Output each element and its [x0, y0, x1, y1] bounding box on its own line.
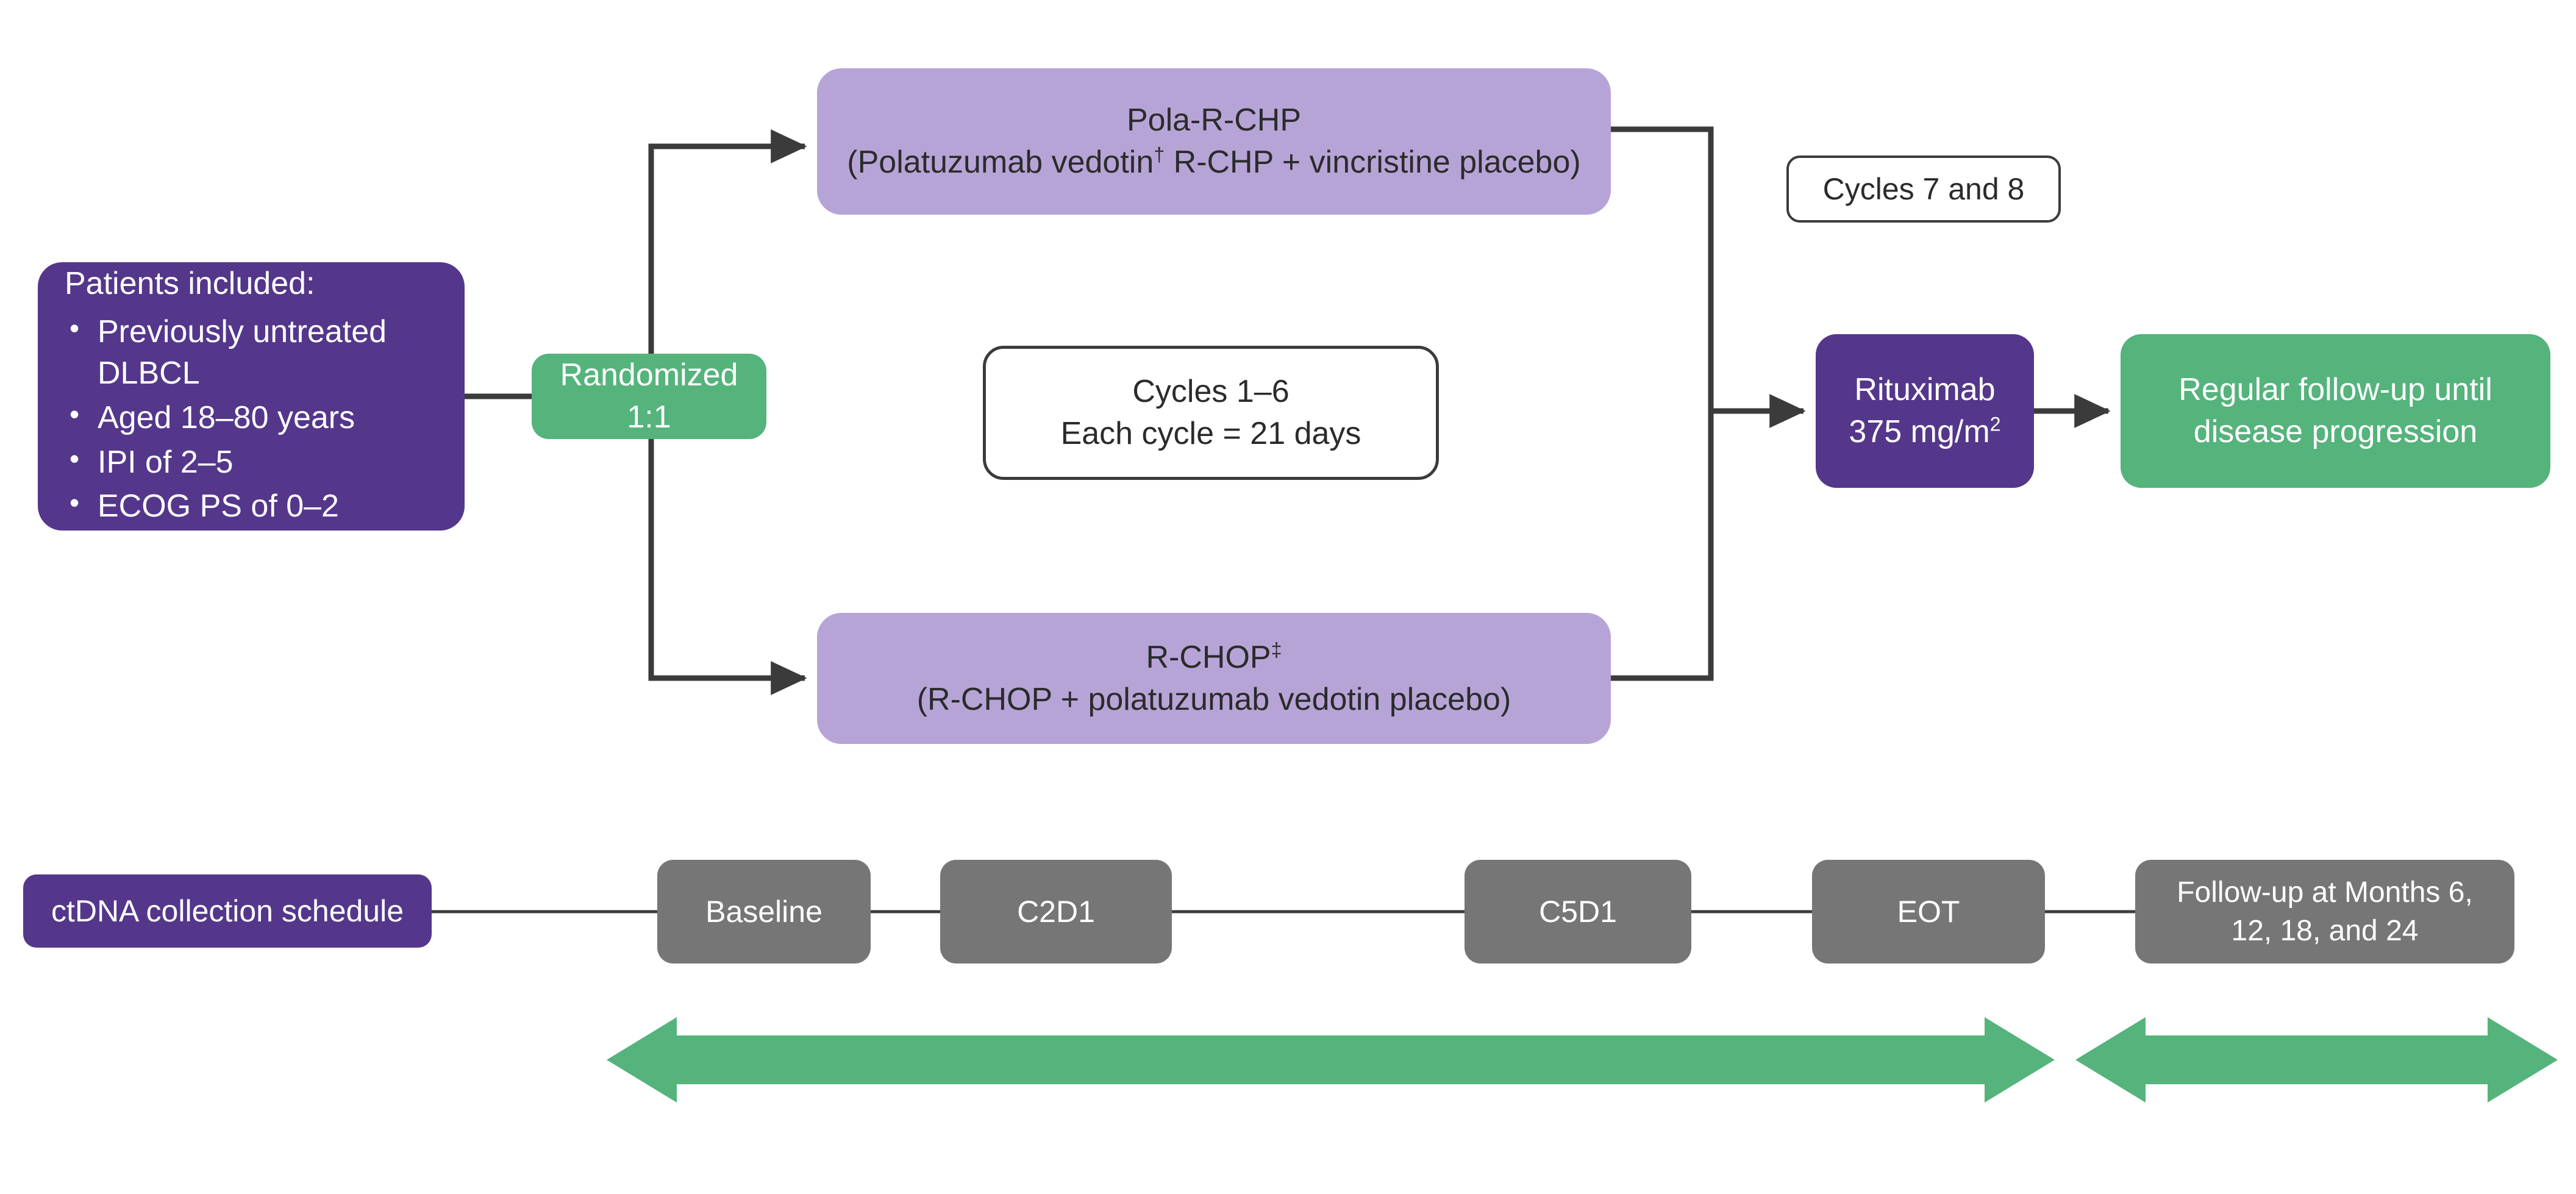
- patients-included-box: Patients included: Previously untreated …: [38, 262, 465, 531]
- timepoint-followup-line1: Follow-up at Months 6,: [2177, 876, 2473, 909]
- double-dagger-footnote-marker: ‡: [1271, 638, 1282, 661]
- connector-randomized-to-rchop-arm: [648, 439, 807, 695]
- timepoint-label: C2D1: [1017, 895, 1095, 929]
- list-item: ECOG PS of 0–2: [65, 484, 444, 527]
- consolidation-cycles-box: Cycles 7 and 8: [1786, 156, 2061, 223]
- arm-detail-suffix: R-CHP + vincristine placebo): [1165, 145, 1581, 180]
- regular-followup-line1: Regular follow-up until: [2178, 372, 2492, 408]
- arm-name-text: R-CHOP: [1146, 639, 1271, 675]
- connector-randomized-to-pola-arm: [648, 129, 807, 354]
- treatment-arm-r-chop: R-CHOP‡ (R-CHOP + polatuzumab vedotin pl…: [817, 613, 1611, 744]
- ctdna-timepoint-baseline: Baseline: [657, 860, 871, 963]
- regular-followup-box: Regular follow-up until disease progress…: [2121, 334, 2550, 488]
- list-item: IPI of 2–5: [65, 440, 444, 484]
- rituximab-dose-value: 375 mg/m: [1849, 414, 1990, 449]
- ctdna-timepoint-c5d1: C5D1: [1465, 860, 1691, 963]
- induction-cycle-duration: Each cycle = 21 days: [1060, 416, 1361, 451]
- induction-cycles-range: Cycles 1–6: [1132, 374, 1290, 410]
- timepoint-label: EOT: [1897, 895, 1960, 929]
- randomization-label: Randomized: [560, 357, 738, 393]
- arm-detail-r-chop: (R-CHOP + polatuzumab vedotin placebo): [916, 681, 1511, 717]
- dagger-footnote-marker: †: [1154, 143, 1165, 166]
- treatment-arm-pola-r-chp: Pola-R-CHP (Polatuzumab vedotin† R-CHP +…: [817, 68, 1611, 215]
- timepoint-followup-line2: 12, 18, and 24: [2231, 915, 2419, 947]
- induction-cycles-box: Cycles 1–6 Each cycle = 21 days: [983, 346, 1439, 480]
- list-item: Previously untreated DLBCL: [65, 310, 444, 395]
- arm-detail-prefix: (Polatuzumab vedotin: [847, 145, 1154, 180]
- list-item: Aged 18–80 years: [65, 396, 444, 439]
- ctdna-schedule-label: ctDNA collection schedule: [23, 874, 432, 948]
- rituximab-drug-name: Rituximab: [1854, 372, 1996, 408]
- dose-exponent: 2: [1989, 413, 2001, 435]
- patients-criteria-list: Previously untreated DLBCL Aged 18–80 ye…: [65, 309, 444, 530]
- arm-name-pola-r-chp: Pola-R-CHP: [1126, 102, 1302, 138]
- connector-pola-arm-to-merge: [1611, 126, 1714, 411]
- span-arrow-followup: [2075, 1017, 2558, 1103]
- ctdna-timepoint-c2d1: C2D1: [940, 860, 1172, 963]
- ctdna-timepoint-eot: EOT: [1812, 860, 2045, 963]
- ctdna-timepoint-followup: Follow-up at Months 6, 12, 18, and 24: [2135, 860, 2514, 963]
- arm-name-r-chop: R-CHOP‡: [817, 637, 1611, 679]
- timepoint-label: Baseline: [705, 895, 822, 929]
- arm-detail-pola-r-chp: (Polatuzumab vedotin† R-CHP + vincristin…: [817, 141, 1611, 184]
- randomization-box: Randomized 1:1: [532, 354, 766, 439]
- rituximab-dose: 375 mg/m2: [1816, 411, 2034, 453]
- rituximab-box: Rituximab 375 mg/m2: [1816, 334, 2034, 488]
- regular-followup-line2: disease progression: [2193, 414, 2478, 449]
- ctdna-schedule-label-text: ctDNA collection schedule: [51, 894, 404, 928]
- patients-included-heading: Patients included:: [65, 266, 315, 302]
- timepoint-label: C5D1: [1539, 895, 1617, 929]
- consolidation-cycles-label: Cycles 7 and 8: [1822, 172, 2025, 206]
- randomization-ratio: 1:1: [627, 399, 671, 435]
- span-arrow-treatment: [607, 1017, 2055, 1103]
- connector-rchop-arm-to-merge: [1611, 411, 1714, 681]
